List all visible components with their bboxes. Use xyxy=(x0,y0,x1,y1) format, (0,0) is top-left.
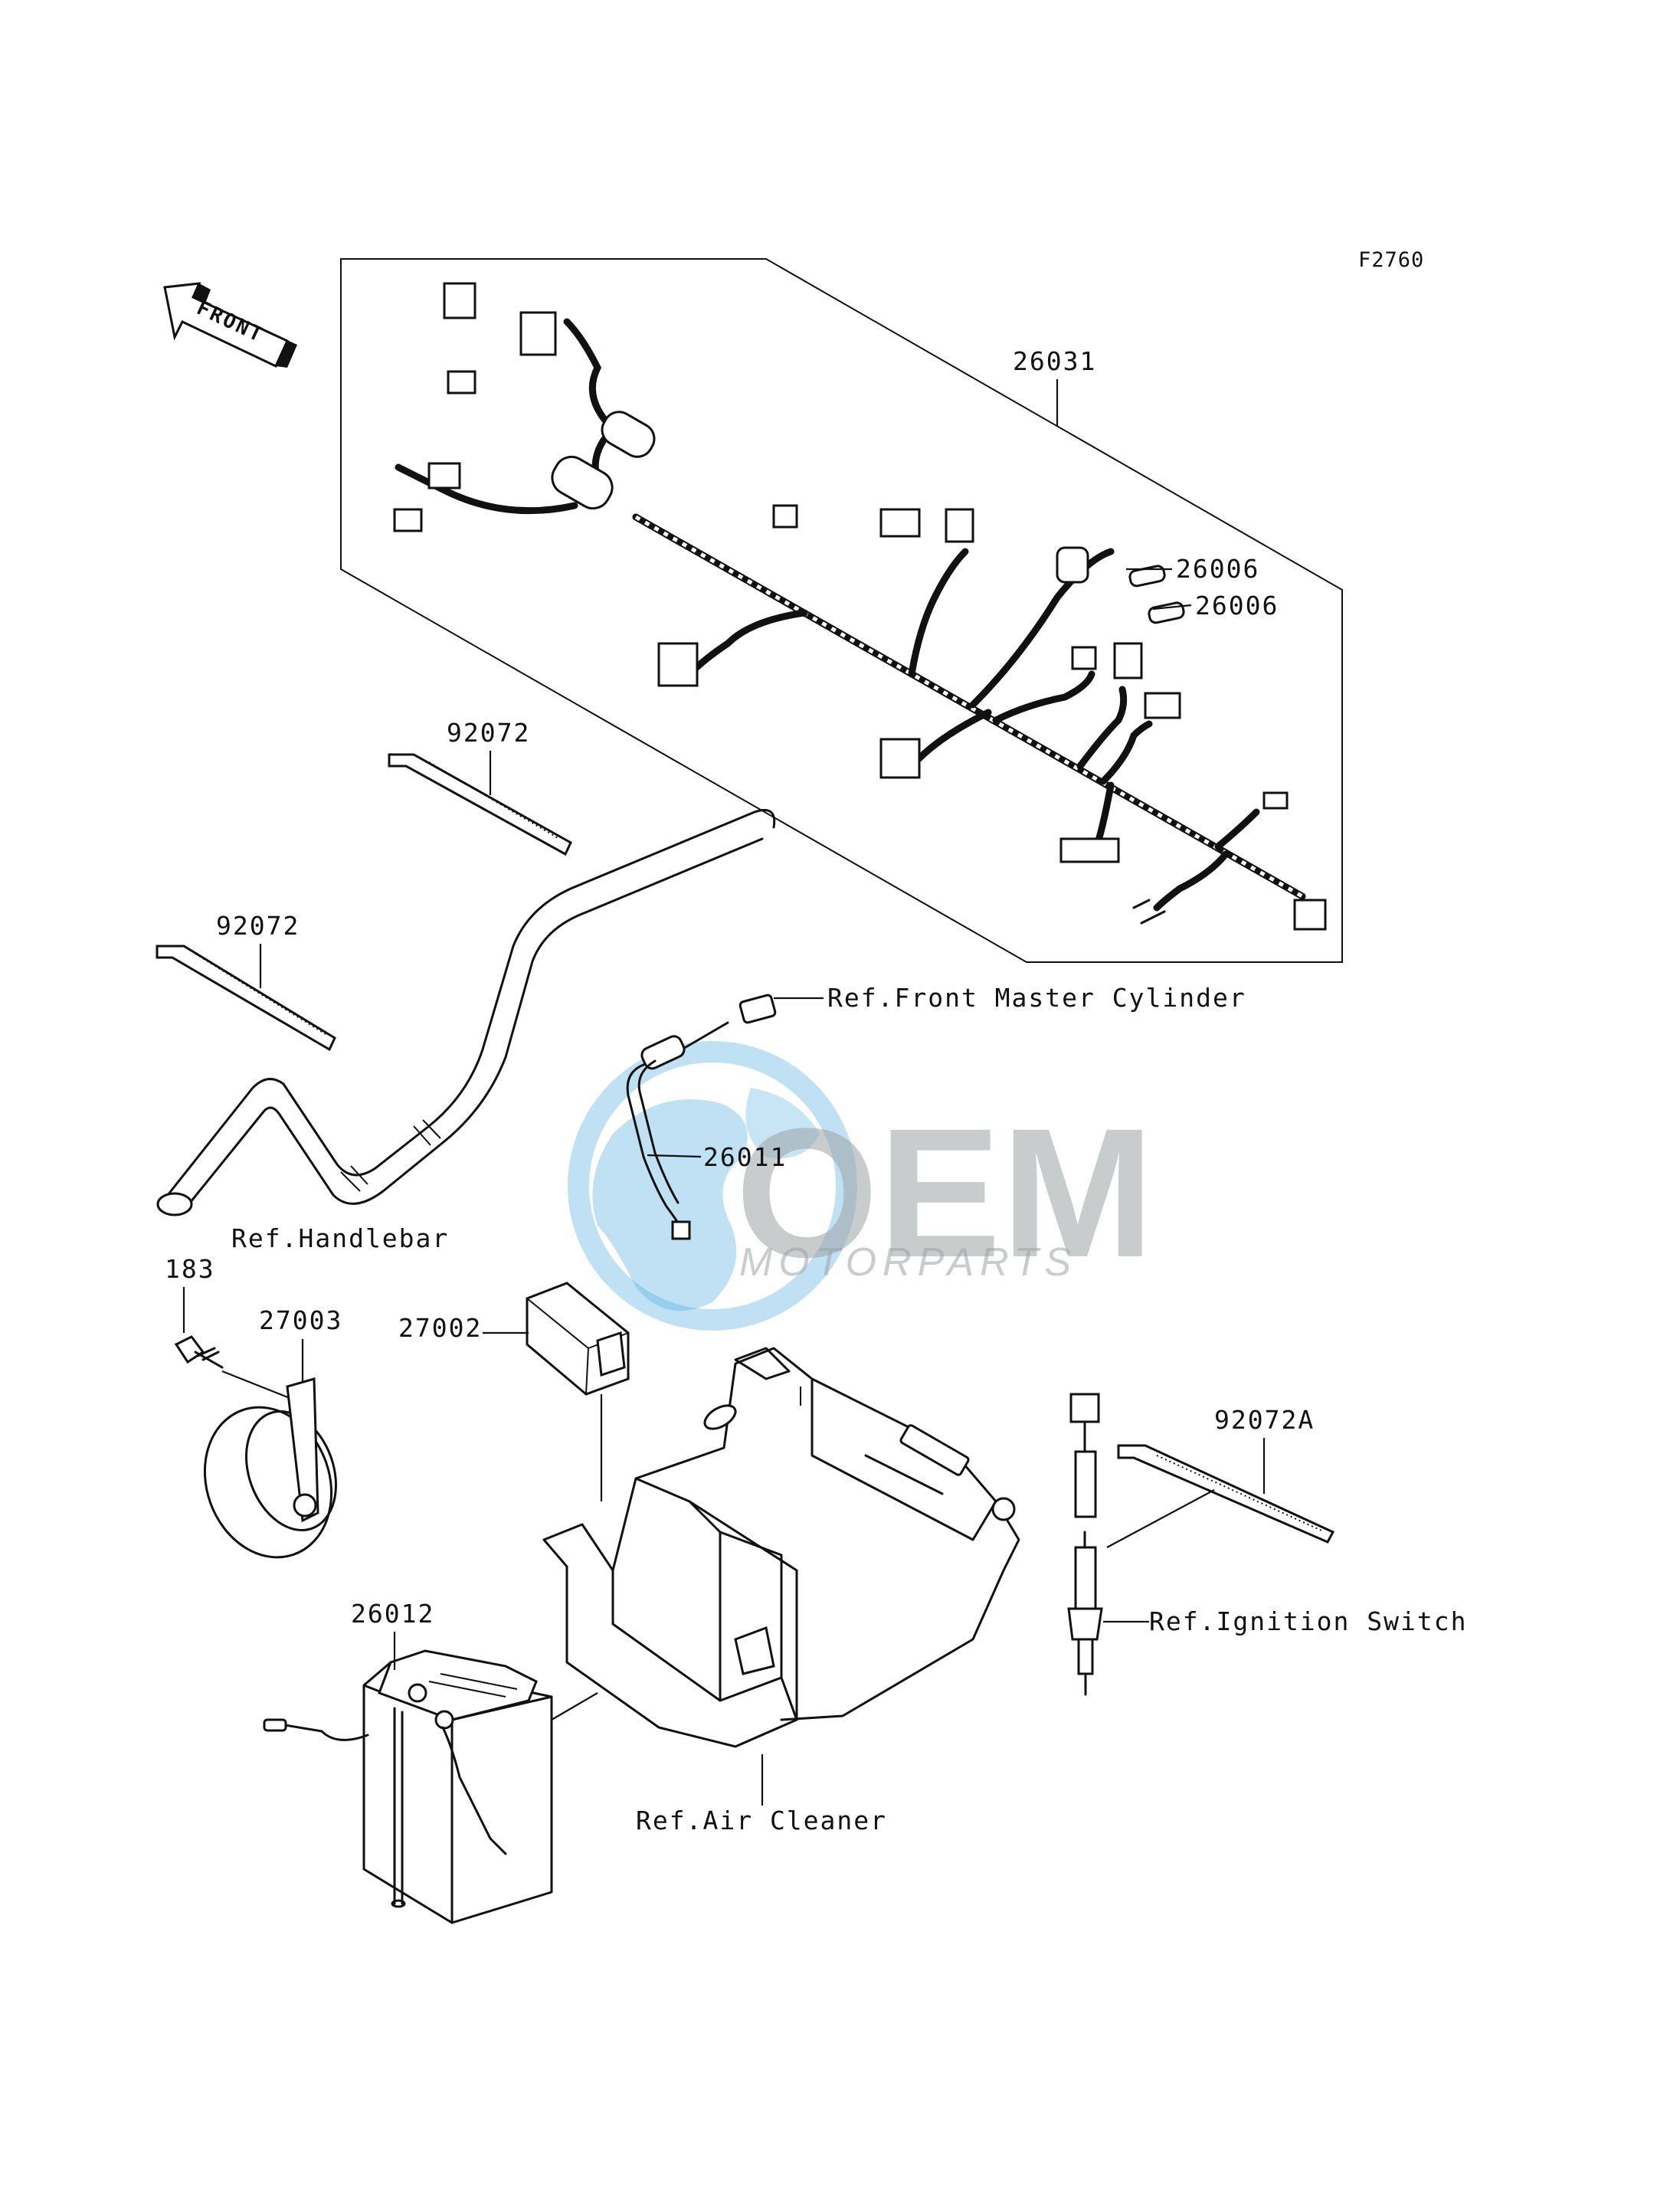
label-26011: 26011 xyxy=(703,1142,787,1172)
label-26006-a: 26006 xyxy=(1176,554,1259,584)
band-lower-drawing xyxy=(156,945,336,1052)
label-92072A: 92072A xyxy=(1214,1405,1315,1435)
bolt-icon xyxy=(174,1335,224,1369)
ref-ignition-switch: Ref.Ignition Switch xyxy=(1149,1606,1468,1636)
watermark-tagline: MOTORPARTS xyxy=(739,1240,1077,1285)
front-arrow-icon: FRONT xyxy=(163,282,297,368)
label-26031: 26031 xyxy=(1013,346,1096,376)
ref-air-cleaner: Ref.Air Cleaner xyxy=(636,1806,887,1835)
label-27003: 27003 xyxy=(259,1305,342,1335)
battery-drawing xyxy=(263,1649,553,1924)
watermark-globe-icon xyxy=(568,1041,857,1331)
relay-drawing xyxy=(526,1282,630,1396)
label-183: 183 xyxy=(165,1254,215,1284)
handlebar-drawing xyxy=(156,809,776,1216)
label-92072-lower: 92072 xyxy=(216,911,300,941)
horn-drawing xyxy=(203,1377,337,1559)
ref-front-master-cylinder: Ref.Front Master Cylinder xyxy=(827,983,1246,1013)
figure-code: F2760 xyxy=(1358,248,1424,272)
main-harness-drawing xyxy=(393,282,1327,931)
ignition-switch-drawing xyxy=(1067,1393,1103,1696)
label-26006-b: 26006 xyxy=(1195,591,1279,620)
air-cleaner-drawing xyxy=(542,1347,1020,1748)
band-upper-drawing xyxy=(388,753,572,856)
watermark: OEM MOTORPARTS xyxy=(568,1041,1154,1331)
harness-outline xyxy=(340,258,1343,963)
label-27002: 27002 xyxy=(398,1313,482,1343)
band-ignition-drawing xyxy=(1117,1444,1335,1544)
label-92072-upper: 92072 xyxy=(447,718,530,748)
label-26012: 26012 xyxy=(351,1599,434,1629)
watermark-brand: OEM xyxy=(735,1090,1154,1295)
ref-handlebar: Ref.Handlebar xyxy=(231,1223,449,1253)
brake-switch-lead-drawing xyxy=(626,994,777,1240)
